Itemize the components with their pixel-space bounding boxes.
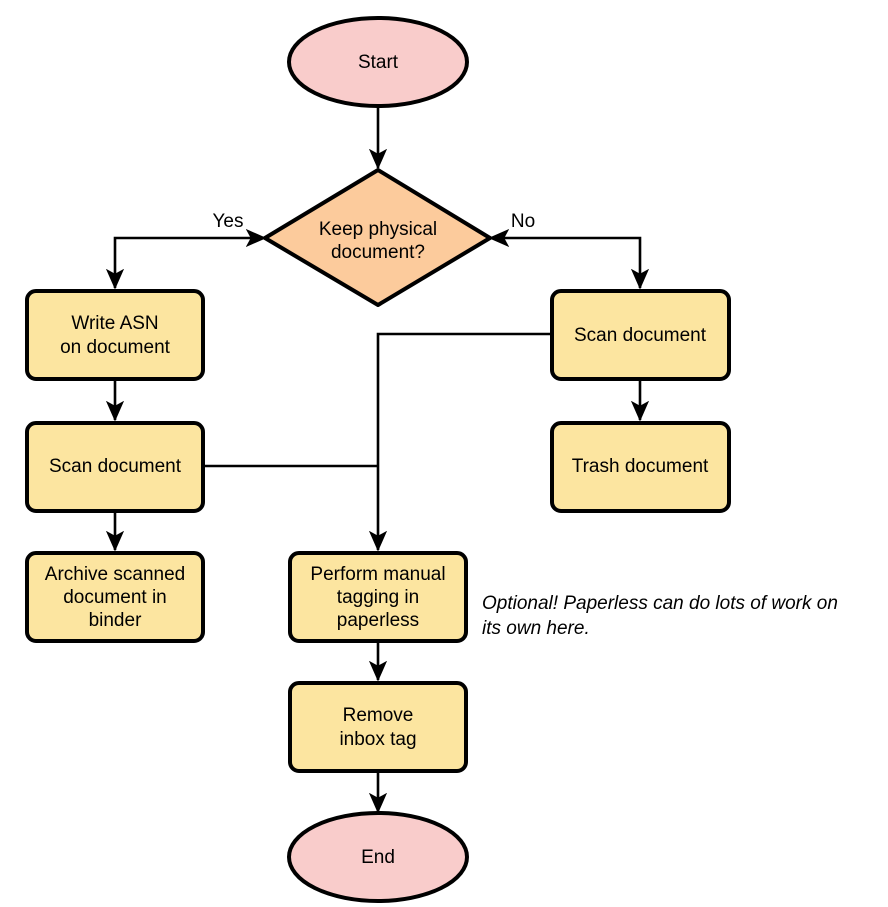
tagging-label-line2: tagging in	[337, 587, 419, 608]
tagging-box-shape	[288, 551, 468, 643]
tagging-label-line3: paperless	[337, 610, 419, 631]
node-perform-manual-tagging[interactable]: Perform manual tagging in paperless	[288, 551, 468, 643]
annotation-line1: Optional! Paperless can do lots of work …	[482, 593, 838, 614]
scan-document-left-label: Scan document	[49, 456, 182, 477]
node-decision-keep-physical-document[interactable]: Keep physical document?	[263, 168, 492, 307]
end-ellipse-shape	[287, 811, 469, 903]
archive-box-shape	[25, 551, 205, 643]
start-label: Start	[358, 52, 399, 73]
scan-document-right-label: Scan document	[574, 325, 707, 346]
scan-document-right-box-shape	[550, 289, 731, 381]
decision-label-line1: Keep physical	[319, 219, 437, 240]
remove-inbox-label-line1: Remove	[343, 705, 414, 726]
annotation-optional-note: Optional! Paperless can do lots of work …	[482, 593, 838, 639]
edge-scanright-to-tagging	[368, 332, 552, 552]
node-start[interactable]: Start	[287, 16, 469, 108]
archive-label-line1: Archive scanned	[45, 564, 185, 585]
node-scan-document-right[interactable]: Scan document	[550, 289, 731, 381]
decision-label-line2: document?	[331, 242, 425, 263]
node-archive-scanned-document[interactable]: Archive scanned document in binder	[25, 551, 205, 643]
end-label: End	[361, 847, 395, 868]
trash-document-box-shape	[550, 421, 731, 513]
trash-document-label: Trash document	[572, 456, 709, 477]
node-write-asn-on-document[interactable]: Write ASN on document	[25, 289, 205, 381]
edge-decision-no	[488, 228, 650, 290]
tagging-label-line1: Perform manual	[310, 564, 445, 585]
archive-label-line3: binder	[89, 610, 142, 631]
write-asn-box-shape	[25, 289, 205, 381]
node-remove-inbox-tag[interactable]: Remove inbox tag	[288, 681, 468, 773]
edge-label-yes: Yes	[213, 211, 244, 232]
decision-diamond-shape	[263, 168, 492, 307]
node-trash-document[interactable]: Trash document	[550, 421, 731, 513]
node-end[interactable]: End	[287, 811, 469, 903]
start-ellipse-shape	[287, 16, 469, 108]
edge-decision-yes	[105, 228, 267, 290]
scan-document-left-box-shape	[25, 421, 205, 513]
node-scan-document-left[interactable]: Scan document	[25, 421, 205, 513]
annotation-line2: its own here.	[482, 618, 590, 639]
write-asn-label-line2: on document	[60, 337, 171, 358]
edge-label-no: No	[511, 211, 535, 232]
remove-inbox-label-line2: inbox tag	[339, 729, 416, 750]
write-asn-label-line1: Write ASN	[71, 313, 158, 334]
archive-label-line2: document in	[63, 587, 167, 608]
remove-inbox-box-shape	[288, 681, 468, 773]
